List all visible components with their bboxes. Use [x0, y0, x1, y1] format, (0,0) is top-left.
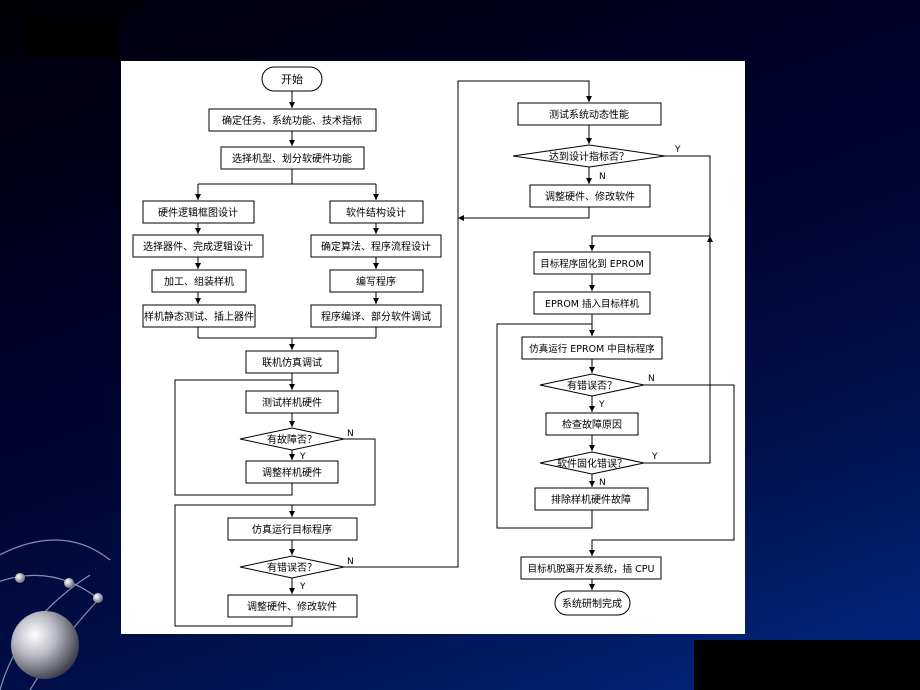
svg-text:N: N: [347, 557, 354, 567]
svg-text:仿真运行目标程序: 仿真运行目标程序: [252, 523, 332, 536]
svg-text:N: N: [347, 429, 354, 439]
node-adjust-hw: 调整样机硬件: [245, 460, 339, 484]
node-start: 开始: [261, 66, 323, 92]
node-select-model: 选择机型、划分软硬件功能: [220, 146, 365, 170]
node-check-cause: 检查故障原因: [545, 412, 639, 436]
orb-large: [11, 611, 79, 679]
svg-text:开始: 开始: [281, 72, 303, 86]
svg-text:编写程序: 编写程序: [356, 275, 396, 288]
svg-text:系统研制完成: 系统研制完成: [562, 597, 622, 610]
svg-text:有故障否？: 有故障否？: [267, 433, 317, 446]
svg-text:仿真运行 EPROM 中目标程序: 仿真运行 EPROM 中目标程序: [529, 343, 655, 355]
decision-sw-fix: 软件固化错误？: [539, 451, 645, 475]
orb-small-3: [93, 593, 103, 603]
svg-text:EPROM 插入目标样机: EPROM 插入目标样机: [545, 298, 640, 310]
svg-text:Y: Y: [674, 145, 681, 155]
svg-text:样机静态测试、插上器件: 样机静态测试、插上器件: [144, 310, 254, 323]
node-adjust-hs-2: 调整硬件、修改软件: [529, 184, 651, 208]
node-sim-eprom: 仿真运行 EPROM 中目标程序: [521, 336, 663, 360]
svg-text:有错误否？: 有错误否？: [267, 561, 317, 574]
node-sw-struct: 软件结构设计: [329, 200, 424, 224]
node-online-sim: 联机仿真调试: [245, 350, 339, 374]
decision-spec: 达到设计指标否？: [512, 144, 666, 168]
node-define: 确定任务、系统功能、技术指标: [208, 108, 377, 132]
svg-text:有错误否？: 有错误否？: [567, 379, 617, 392]
svg-text:选择器件、完成逻辑设计: 选择器件、完成逻辑设计: [143, 240, 253, 253]
svg-text:达到设计指标否？: 达到设计指标否？: [549, 150, 629, 163]
svg-text:确定算法、程序流程设计: 确定算法、程序流程设计: [321, 240, 431, 253]
svg-text:N: N: [599, 478, 606, 488]
svg-text:目标机脱离开发系统，插 CPU: 目标机脱离开发系统，插 CPU: [528, 563, 655, 575]
svg-text:检查故障原因: 检查故障原因: [562, 418, 622, 431]
node-done: 系统研制完成: [554, 590, 631, 616]
decision-fault: 有故障否？: [239, 427, 345, 451]
node-remove-fault: 排除样机硬件故障: [534, 487, 649, 511]
decision-error-2: 有错误否？: [539, 373, 645, 397]
node-detach: 目标机脱离开发系统，插 CPU: [520, 556, 662, 580]
orb-small-1: [15, 573, 25, 583]
slide-footer-bar: [694, 640, 920, 690]
svg-text:N: N: [599, 172, 606, 182]
svg-text:目标程序固化到 EPROM: 目标程序固化到 EPROM: [540, 258, 644, 270]
svg-text:Y: Y: [299, 452, 306, 462]
svg-text:测试样机硬件: 测试样机硬件: [262, 396, 322, 409]
svg-text:排除样机硬件故障: 排除样机硬件故障: [551, 493, 631, 506]
node-test-dyn: 测试系统动态性能: [517, 102, 662, 126]
svg-text:软件结构设计: 软件结构设计: [346, 206, 406, 219]
node-hw-block: 硬件逻辑框图设计: [142, 200, 255, 224]
svg-text:程序编译、部分软件调试: 程序编译、部分软件调试: [321, 310, 431, 323]
node-hw-parts: 选择器件、完成逻辑设计: [132, 234, 264, 258]
node-sim-run: 仿真运行目标程序: [227, 517, 358, 541]
node-insert-eprom: EPROM 插入目标样机: [533, 291, 651, 315]
branch-labels: N Y N Y Y N N Y Y N: [299, 145, 681, 592]
svg-text:Y: Y: [651, 452, 658, 462]
svg-text:Y: Y: [299, 582, 306, 592]
svg-text:调整硬件、修改软件: 调整硬件、修改软件: [247, 600, 337, 613]
decision-error-1: 有错误否？: [239, 555, 345, 579]
node-compile: 程序编译、部分软件调试: [310, 304, 442, 328]
svg-text:软件固化错误？: 软件固化错误？: [557, 457, 627, 470]
node-fix-eprom: 目标程序固化到 EPROM: [533, 251, 651, 275]
node-code: 编写程序: [329, 269, 424, 293]
orb-small-2: [64, 578, 74, 588]
svg-text:加工、组装样机: 加工、组装样机: [164, 275, 234, 288]
node-test-hw: 测试样机硬件: [245, 390, 339, 414]
node-adjust-hs: 调整硬件、修改软件: [227, 594, 358, 618]
flow-connectors: [174, 80, 735, 627]
node-assemble: 加工、组装样机: [151, 269, 247, 293]
svg-text:调整样机硬件: 调整样机硬件: [262, 466, 322, 479]
svg-text:确定任务、系统功能、技术指标: 确定任务、系统功能、技术指标: [222, 114, 362, 127]
svg-text:测试系统动态性能: 测试系统动态性能: [549, 108, 629, 121]
node-static-test: 样机静态测试、插上器件: [142, 304, 256, 328]
svg-text:硬件逻辑框图设计: 硬件逻辑框图设计: [158, 206, 238, 219]
svg-text:选择机型、划分软硬件功能: 选择机型、划分软硬件功能: [232, 152, 352, 165]
node-algo: 确定算法、程序流程设计: [310, 234, 442, 258]
svg-text:N: N: [648, 374, 655, 384]
flowchart: 开始 确定任务、系统功能、技术指标 选择机型、划分软硬件功能 硬件逻辑框图设计 …: [121, 61, 745, 634]
svg-text:Y: Y: [598, 400, 605, 410]
slide-title-bar: [22, 18, 118, 56]
svg-text:联机仿真调试: 联机仿真调试: [262, 356, 322, 369]
svg-text:调整硬件、修改软件: 调整硬件、修改软件: [545, 190, 635, 203]
